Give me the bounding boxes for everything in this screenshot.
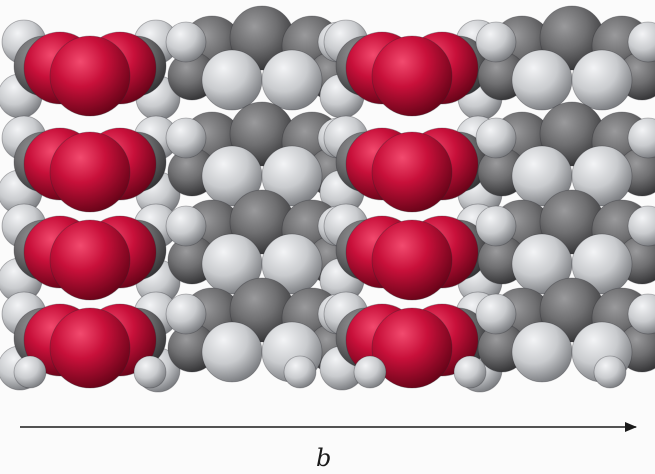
hydrogen-atom: [627, 117, 655, 159]
oxygen-atom: [371, 219, 453, 301]
hydrogen-atom: [133, 355, 167, 389]
hydrogen-atom: [261, 49, 323, 111]
hydrogen-atom: [353, 355, 387, 389]
atom-spheres: [0, 5, 655, 393]
hydrogen-atom: [165, 205, 207, 247]
hydrogen-atom: [165, 21, 207, 63]
axis-label-b: b: [316, 444, 332, 472]
oxygen-atom: [49, 219, 131, 301]
hydrogen-atom: [627, 21, 655, 63]
hydrogen-atom: [201, 321, 263, 383]
hydrogen-atom: [511, 321, 573, 383]
hydrogen-atom: [511, 49, 573, 111]
hydrogen-atom: [475, 21, 517, 63]
hydrogen-atom: [201, 49, 263, 111]
hydrogen-atom: [283, 355, 317, 389]
hydrogen-atom: [475, 205, 517, 247]
hydrogen-atom: [13, 355, 47, 389]
hydrogen-atom: [571, 233, 633, 295]
hydrogen-atom: [627, 205, 655, 247]
hydrogen-atom: [571, 49, 633, 111]
hydrogen-atom: [627, 293, 655, 335]
oxygen-atom: [371, 131, 453, 213]
hydrogen-atom: [593, 355, 627, 389]
oxygen-atom: [49, 35, 131, 117]
hydrogen-atom: [475, 293, 517, 335]
oxygen-atom: [371, 307, 453, 389]
hydrogen-atom: [165, 293, 207, 335]
hydrogen-atom: [165, 117, 207, 159]
hydrogen-atom: [261, 233, 323, 295]
oxygen-atom: [49, 131, 131, 213]
hydrogen-atom: [261, 145, 323, 207]
hydrogen-atom: [571, 145, 633, 207]
hydrogen-atom: [475, 117, 517, 159]
hydrogen-atom: [453, 355, 487, 389]
oxygen-atom: [49, 307, 131, 389]
oxygen-atom: [371, 35, 453, 117]
